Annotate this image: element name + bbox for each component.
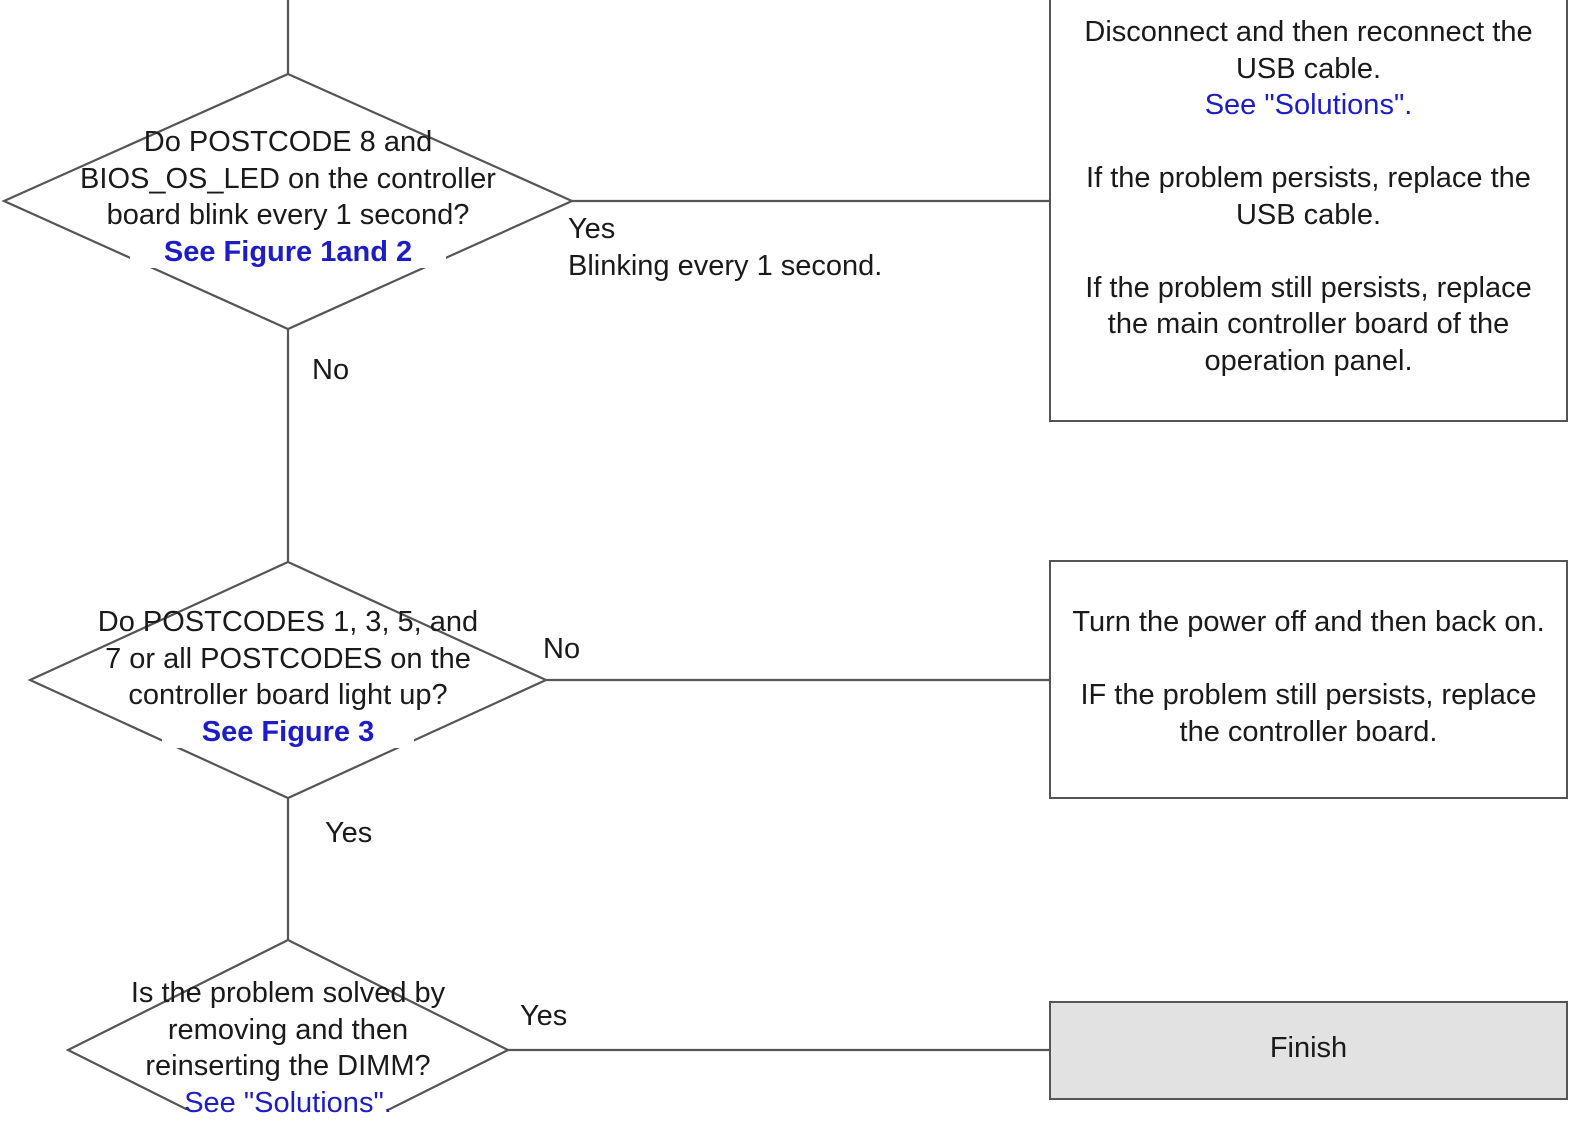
decision-1-line-3: board blink every 1 second? bbox=[4, 197, 572, 234]
usb-box-line-2: USB cable. bbox=[1049, 51, 1568, 88]
decision-2-question: Do POSTCODES 1, 3, 5, and 7 or all POSTC… bbox=[30, 604, 546, 750]
usb-box-line-7: operation panel. bbox=[1049, 343, 1568, 380]
usb-box-solutions-link[interactable]: See "Solutions". bbox=[1049, 87, 1568, 124]
decision-2-line-3: controller board light up? bbox=[30, 677, 546, 714]
decision-2-no-label: No bbox=[543, 631, 580, 668]
decision-1-yes-label: Yes bbox=[568, 211, 882, 248]
decision-1-yes-branch: Yes Blinking every 1 second. bbox=[568, 211, 882, 284]
usb-box-line-1: Disconnect and then reconnect the bbox=[1049, 14, 1568, 51]
decision-3-question: Is the problem solved by removing and th… bbox=[68, 975, 508, 1121]
decision-3-yes-label: Yes bbox=[520, 998, 567, 1035]
decision-1-no-label: No bbox=[312, 352, 349, 389]
decision-1-line-2: BIOS_OS_LED on the controller bbox=[4, 161, 572, 198]
decision-1-yes-note: Blinking every 1 second. bbox=[568, 248, 882, 285]
usb-box-line-3: If the problem persists, replace the bbox=[1049, 160, 1568, 197]
decision-2-line-2: 7 or all POSTCODES on the bbox=[30, 641, 546, 678]
usb-cable-action-text: Disconnect and then reconnect the USB ca… bbox=[1049, 14, 1568, 379]
decision-1-figure-link[interactable]: See Figure 1and 2 bbox=[130, 236, 446, 268]
decision-1-line-1: Do POSTCODE 8 and bbox=[4, 124, 572, 161]
decision-2-yes-label: Yes bbox=[325, 815, 372, 852]
power-box-line-3: the controller board. bbox=[1049, 714, 1568, 751]
decision-2-line-1: Do POSTCODES 1, 3, 5, and bbox=[30, 604, 546, 641]
power-cycle-action-text: Turn the power off and then back on. IF … bbox=[1049, 604, 1568, 750]
usb-box-line-4: USB cable. bbox=[1049, 197, 1568, 234]
decision-3-solutions-link[interactable]: See "Solutions". bbox=[68, 1085, 508, 1121]
decision-1-question: Do POSTCODE 8 and BIOS_OS_LED on the con… bbox=[4, 124, 572, 270]
decision-3-line-1: Is the problem solved by bbox=[68, 975, 508, 1012]
decision-3-line-2: removing and then bbox=[68, 1012, 508, 1049]
decision-3-line-3: reinserting the DIMM? bbox=[68, 1048, 508, 1085]
usb-box-line-5: If the problem still persists, replace bbox=[1049, 270, 1568, 307]
power-box-line-1: Turn the power off and then back on. bbox=[1049, 604, 1568, 641]
decision-2-figure-link[interactable]: See Figure 3 bbox=[162, 716, 414, 748]
usb-box-line-6: the main controller board of the bbox=[1049, 306, 1568, 343]
power-box-line-2: IF the problem still persists, replace bbox=[1049, 677, 1568, 714]
finish-label: Finish bbox=[1049, 1030, 1568, 1067]
